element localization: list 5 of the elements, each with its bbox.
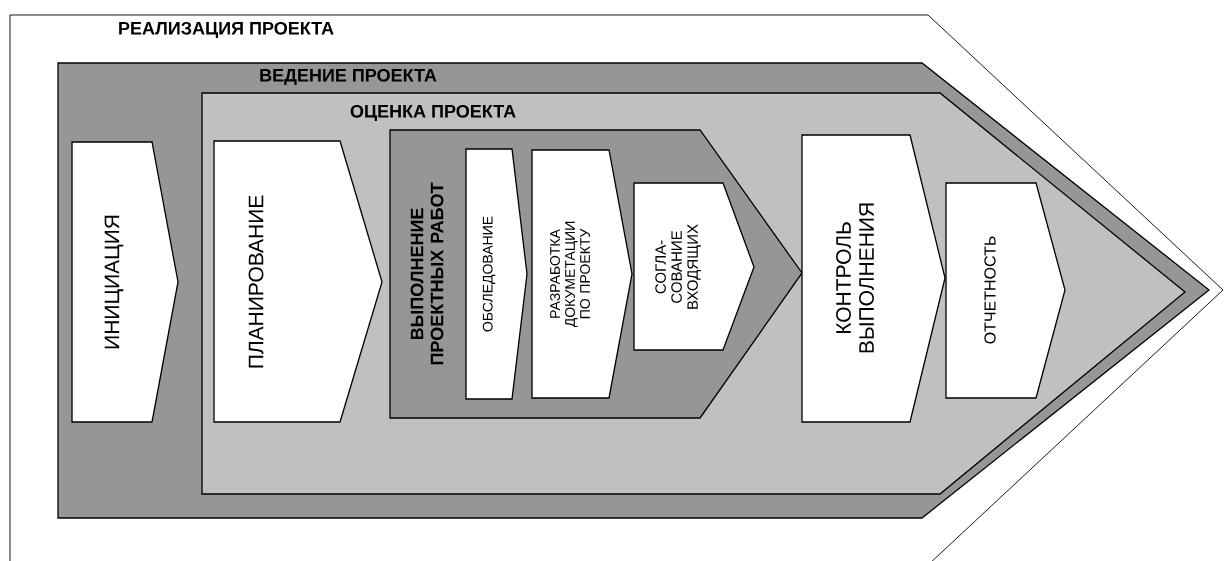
chevron-box: ИНИЦИАЦИЯ xyxy=(71,141,179,423)
chevron-box: ОТЧЕТНОСТЬ xyxy=(945,182,1066,399)
chevron-box: ПЛАНИРОВАНИЕ xyxy=(213,140,383,423)
chevron-box: КОНТРОЛЬ ВЫПОЛНЕНИЯ xyxy=(801,134,946,423)
chevron-box: СОГЛА- СОВАНИЕ ВХОДЯЩИХ xyxy=(633,182,755,351)
